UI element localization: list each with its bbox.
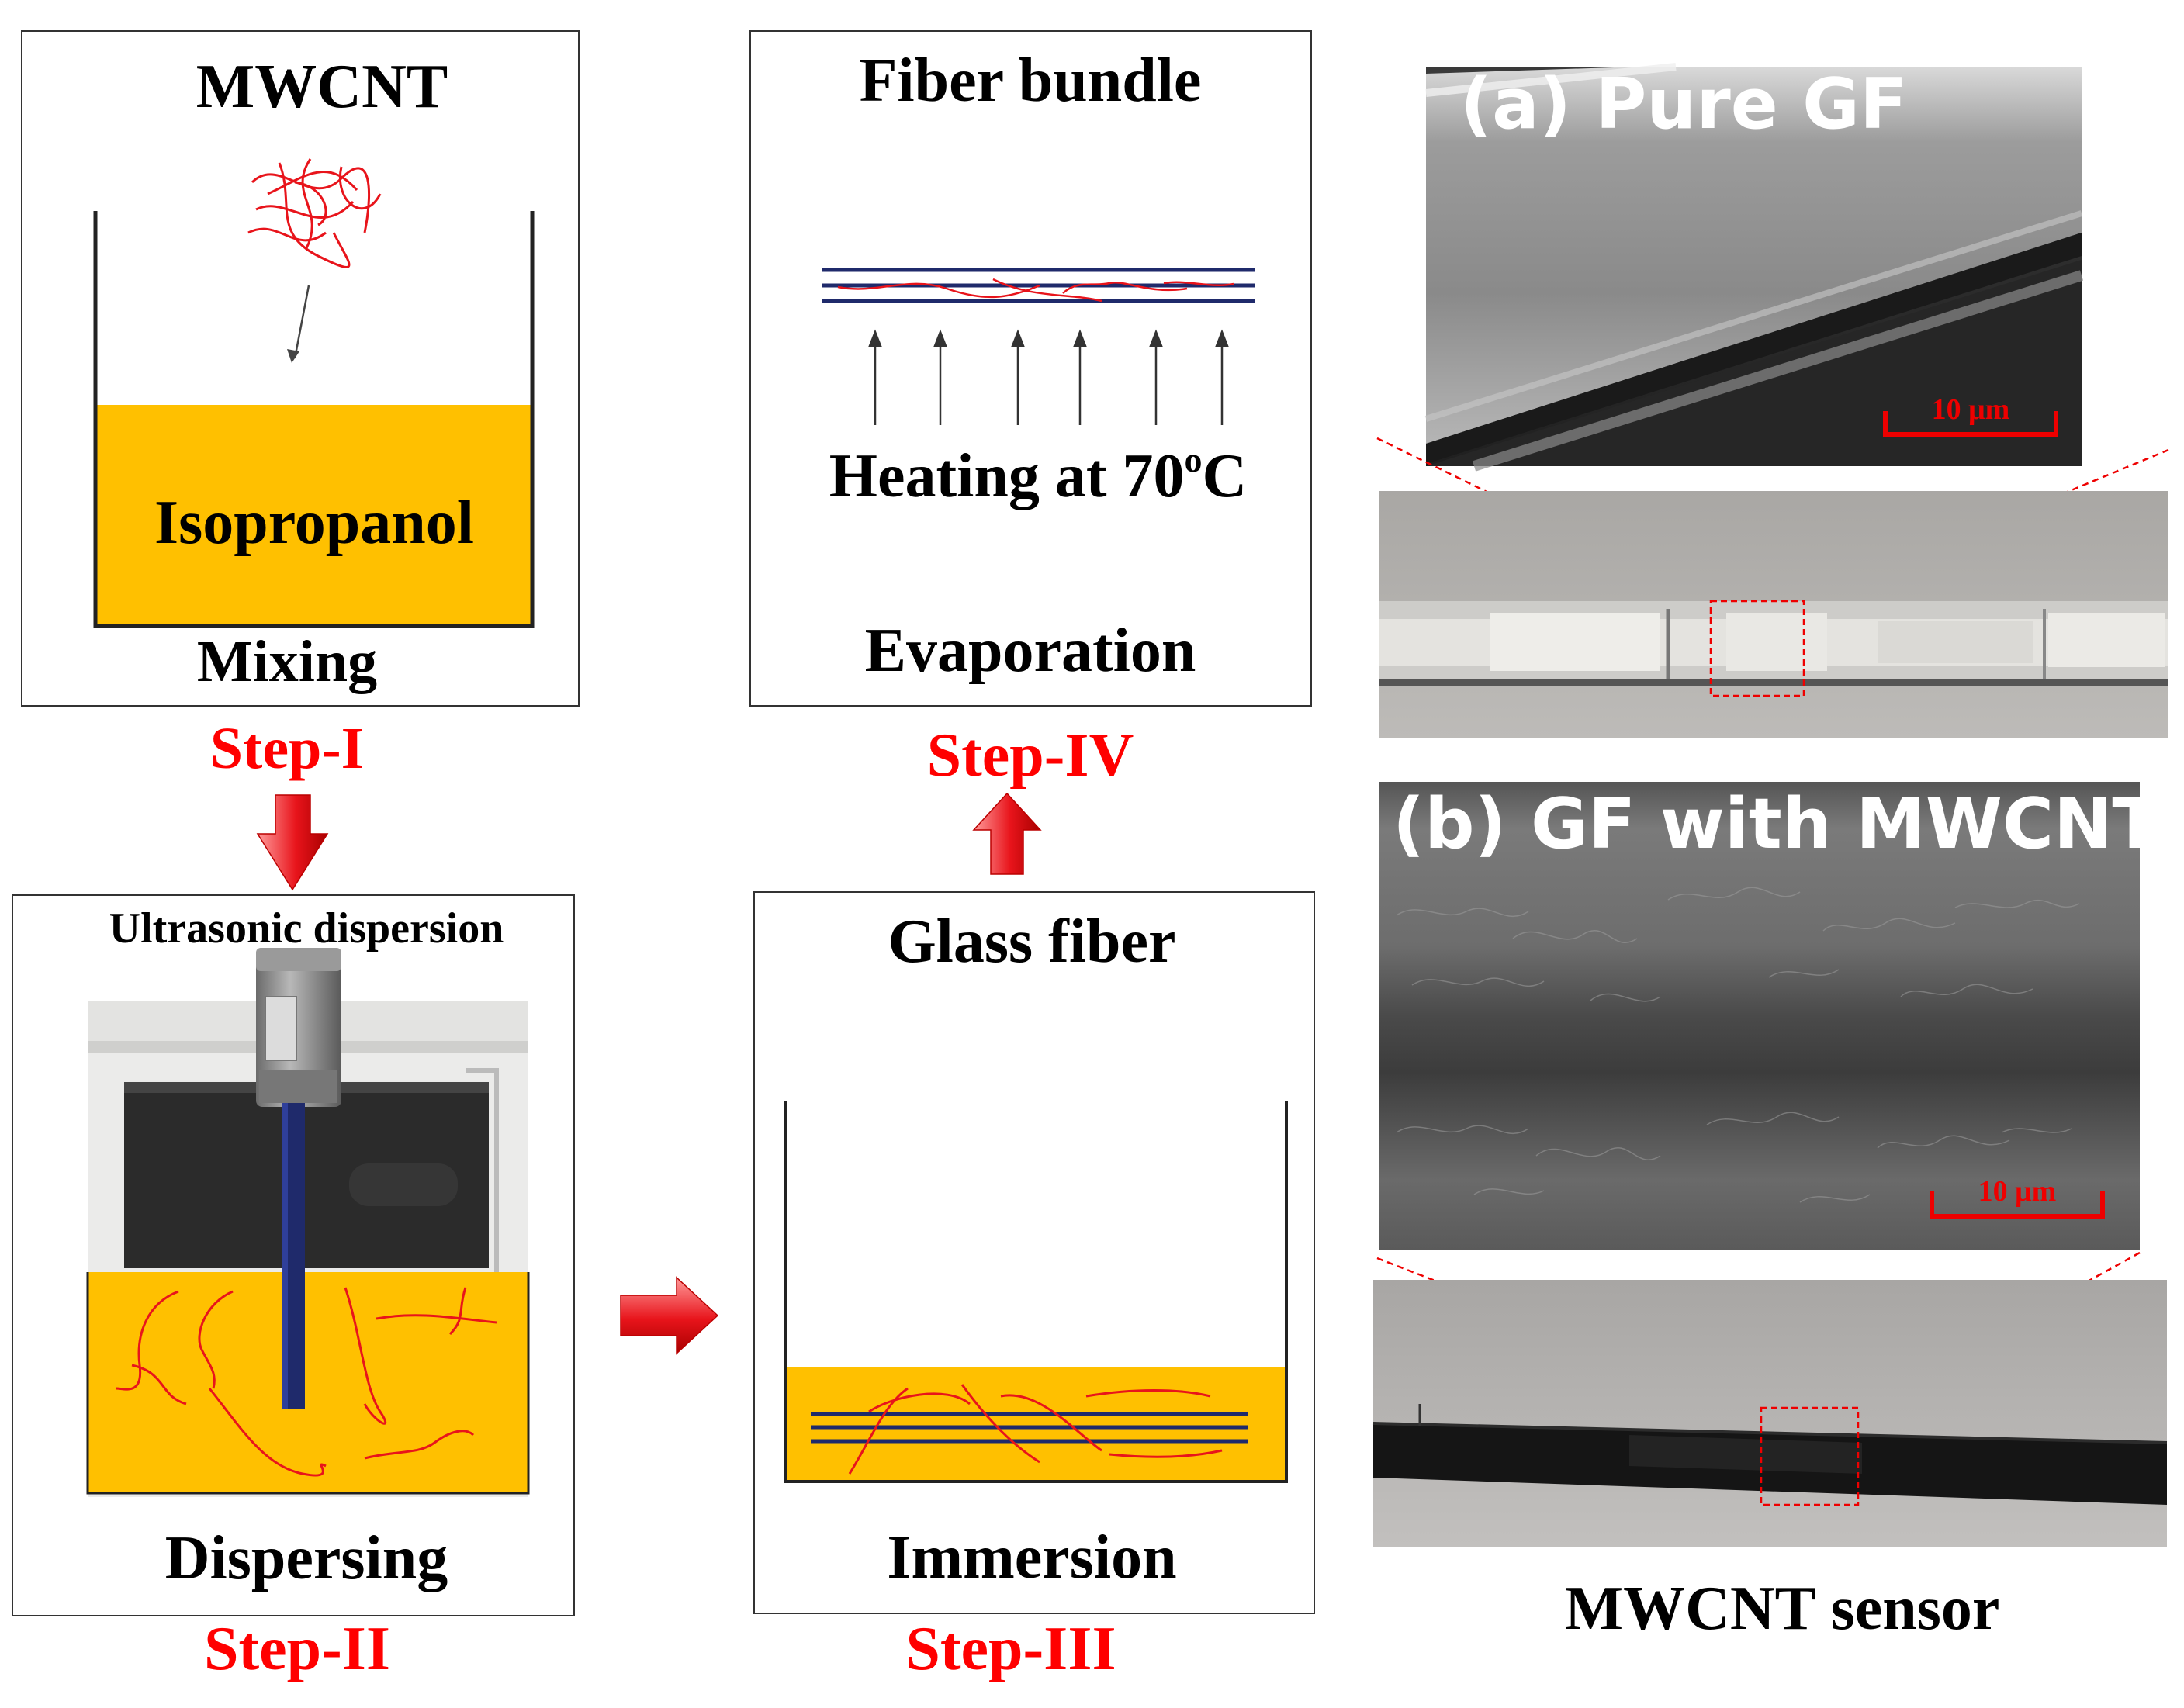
step4-frame [749, 30, 1312, 707]
heating-unit: C [1202, 442, 1247, 510]
heating-prefix: Heating at 70 [829, 442, 1185, 510]
photo-coated-glass-fiber [1372, 1280, 2168, 1547]
step1-title: MWCNT [196, 53, 448, 121]
sem-b-scale-label: 10 μm [1978, 1175, 2057, 1208]
step1-caption: Mixing [197, 629, 377, 694]
step4-caption: Evaporation [865, 617, 1196, 685]
step2-title: Ultrasonic dispersion [109, 904, 504, 953]
sem-b-label: (b) GF with MWCNT [1393, 783, 2160, 865]
flow-arrow-right-icon [620, 1276, 719, 1355]
heating-degree: o [1184, 440, 1202, 479]
heat-arrows [868, 329, 1229, 425]
sem-image-pure-gf: (a) Pure GF 10 μm [1424, 63, 2084, 472]
step3-caption: Immersion [887, 1523, 1176, 1592]
step2-step-label: Step-II [204, 1615, 390, 1683]
mwcnt-tangle-icon [247, 158, 382, 268]
step1-panel: MWCNT Isopropanol Mixing Step-I [21, 30, 580, 781]
step4-title: Fiber bundle [860, 47, 1202, 115]
step1-beaker [93, 211, 535, 628]
step2-beaker [86, 1272, 530, 1495]
step3-solvent [785, 1367, 1286, 1482]
step4-panel: Fiber bundle Heating at 70oC [749, 30, 1312, 790]
drop-arrow [293, 285, 310, 359]
step2-panel: Ultrasonic dispersion [12, 894, 575, 1683]
step3-panel: Glass fiber Immersion Step-III [753, 891, 1315, 1683]
step2-caption: Dispersing [165, 1524, 448, 1592]
sensor-caption: MWCNT sensor [1565, 1575, 2000, 1643]
step3-cnt-strands [848, 1384, 1223, 1475]
drop-arrowhead [287, 349, 299, 363]
zoom-box-b [1760, 1406, 1860, 1506]
step4-step-label: Step-IV [927, 721, 1134, 790]
zoom-box-a [1709, 600, 1805, 697]
step3-beaker [784, 1101, 1288, 1483]
step1-liquid-label: Isopropanol [154, 489, 474, 557]
step3-title: Glass fiber [888, 908, 1175, 976]
sem-a-label: (a) Pure GF [1460, 64, 1907, 145]
step1-isopropanol [97, 405, 531, 626]
ultrasonic-probe [256, 948, 341, 1409]
step3-frame [753, 891, 1315, 1614]
dispersed-cnt-strands [116, 1287, 497, 1477]
sem-image-gf-with-mwcnt: (b) GF with MWCNT 10 μm [1379, 782, 2160, 1250]
photo-pure-glass-fiber [1379, 491, 2168, 738]
sem-a-scale-bar: 10 μm [1883, 393, 2058, 437]
flow-arrow-up-icon [972, 792, 1042, 875]
sem-a-scale-label: 10 μm [1932, 393, 2010, 426]
flow-arrow-down-icon [256, 794, 329, 891]
step4-cnt-strands [837, 278, 1234, 303]
heating-label: Heating at 70oC [829, 440, 1248, 510]
step3-step-label: Step-III [905, 1615, 1116, 1683]
step1-step-label: Step-I [210, 716, 364, 781]
sem-b-scale-bar: 10 μm [1930, 1175, 2105, 1219]
